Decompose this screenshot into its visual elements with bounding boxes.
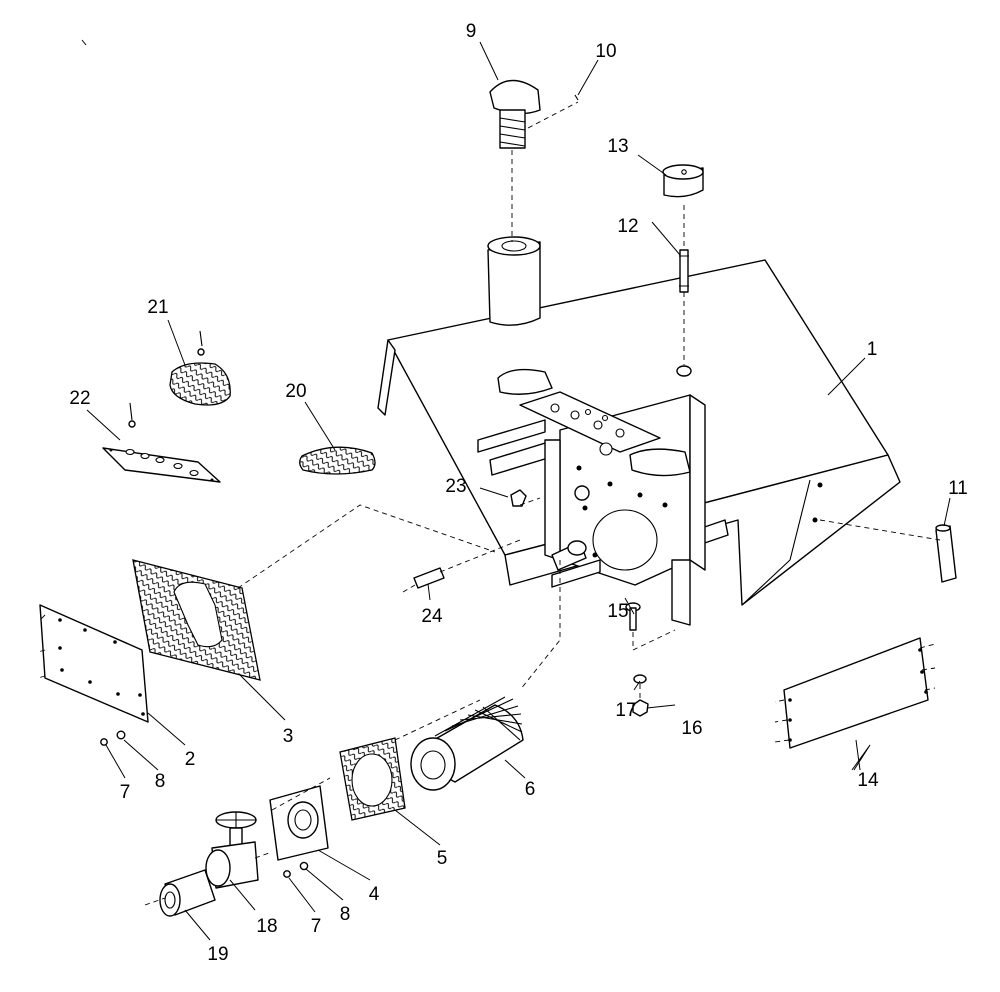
callout-6: 6 (525, 779, 536, 800)
washer-part-8-lower (299, 861, 309, 871)
callout-12: 12 (617, 216, 638, 237)
callout-8b: 8 (340, 904, 351, 925)
callout-21: 21 (147, 297, 168, 318)
callout-15: 15 (607, 601, 628, 622)
mounting-plate-part-22 (102, 402, 221, 483)
side-panel-part-14 (783, 637, 929, 749)
callout-4: 4 (369, 884, 380, 905)
callout-1: 1 (867, 339, 878, 360)
nut-part-16 (632, 699, 649, 717)
callout-13: 13 (607, 136, 628, 157)
gasket-part-21 (169, 330, 231, 406)
bracket-part-11 (935, 524, 957, 583)
screw-part-10 (574, 94, 579, 101)
callout-22: 22 (69, 388, 90, 409)
breather-cap-part-9 (489, 79, 541, 149)
washer-part-8-upper (116, 730, 126, 740)
tank-cover-part-1 (377, 236, 901, 626)
cover-plate-part-2 (39, 604, 149, 723)
standpipe-part-12 (679, 249, 689, 293)
callout-labels: 1 2 3 4 5 6 7 7 8 8 9 10 11 12 13 14 15 … (69, 21, 967, 965)
callout-18: 18 (256, 916, 277, 937)
flange-adapter-part-4 (269, 785, 329, 861)
callout-8a: 8 (155, 771, 166, 792)
callout-5: 5 (437, 848, 448, 869)
callout-7a: 7 (120, 782, 131, 803)
screen-part-20 (299, 446, 376, 475)
cap-part-13 (662, 164, 704, 198)
leader-lines (81, 39, 951, 941)
pin-part-24 (413, 567, 445, 589)
flange-gasket-part-5 (339, 737, 406, 821)
gasket-part-3 (132, 559, 261, 681)
callout-23: 23 (445, 476, 466, 497)
callout-17: 17 (615, 700, 636, 721)
nut-part-7-lower (283, 870, 291, 878)
callout-2: 2 (185, 749, 196, 770)
filter-element-part-6 (410, 696, 524, 791)
assembly-lines (37, 101, 941, 906)
callout-10: 10 (595, 41, 616, 62)
callout-24: 24 (421, 606, 443, 627)
hex-nipple-part-19 (159, 869, 216, 917)
callout-19: 19 (207, 944, 228, 965)
callout-16: 16 (681, 718, 702, 739)
callout-9: 9 (466, 21, 477, 42)
callout-20: 20 (285, 381, 306, 402)
callout-11: 11 (948, 478, 968, 499)
gate-valve-part-18 (205, 811, 259, 889)
fitting-part-23 (510, 489, 527, 507)
nut-part-7-upper (100, 738, 108, 746)
callout-7b: 7 (311, 916, 322, 937)
callout-3: 3 (283, 726, 294, 747)
washer-part-17 (633, 674, 647, 684)
callout-14: 14 (857, 770, 879, 791)
